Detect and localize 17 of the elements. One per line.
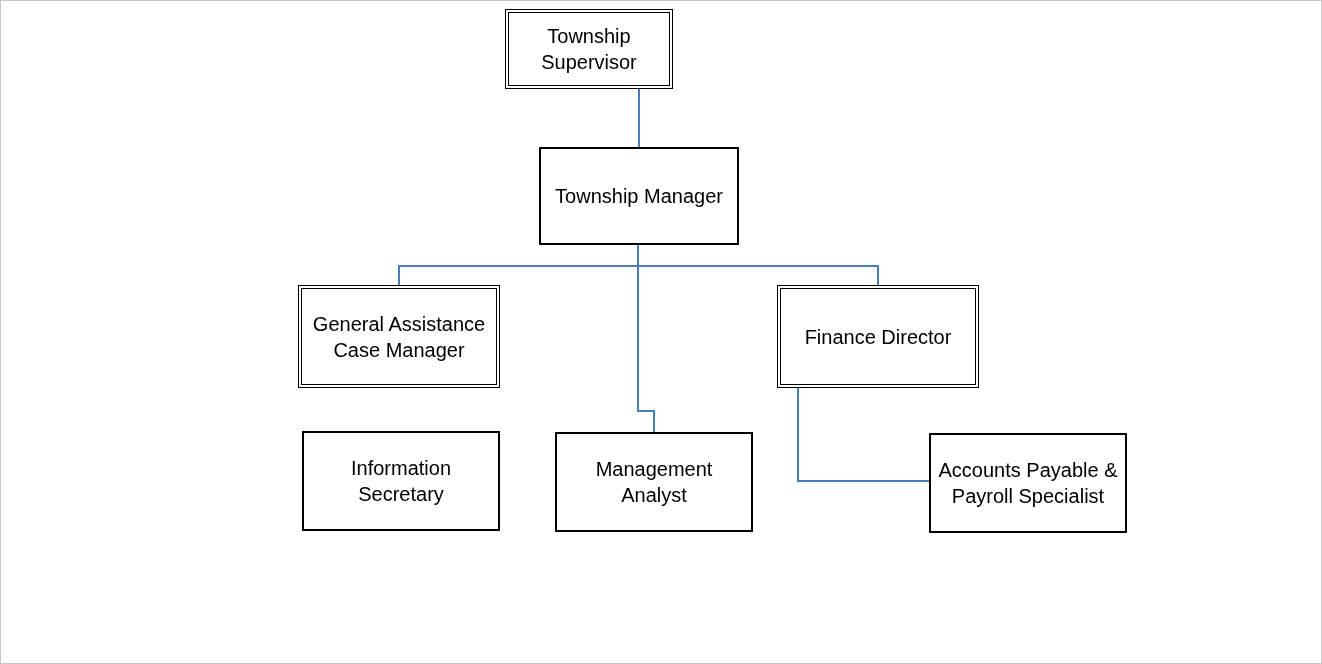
position-box [539, 147, 739, 245]
position-box [777, 285, 979, 388]
position-title: Information Secretary [349, 456, 453, 507]
position-box [555, 432, 753, 532]
position-title: Accounts Payable & Payroll Specialist [937, 458, 1119, 509]
connector-line [797, 387, 930, 482]
position-box [298, 285, 500, 388]
position-box [302, 431, 500, 531]
connector-line [638, 88, 640, 148]
position-title: Management Analyst [594, 457, 714, 508]
position-box [929, 433, 1127, 533]
position-title: Finance Director [804, 324, 952, 350]
connector-line [637, 244, 655, 433]
position-title: General Assistance Case Manager [311, 311, 487, 363]
position-title: Township Supervisor [540, 24, 638, 75]
position-title: Township Manager [555, 184, 723, 209]
position-box [505, 9, 673, 89]
